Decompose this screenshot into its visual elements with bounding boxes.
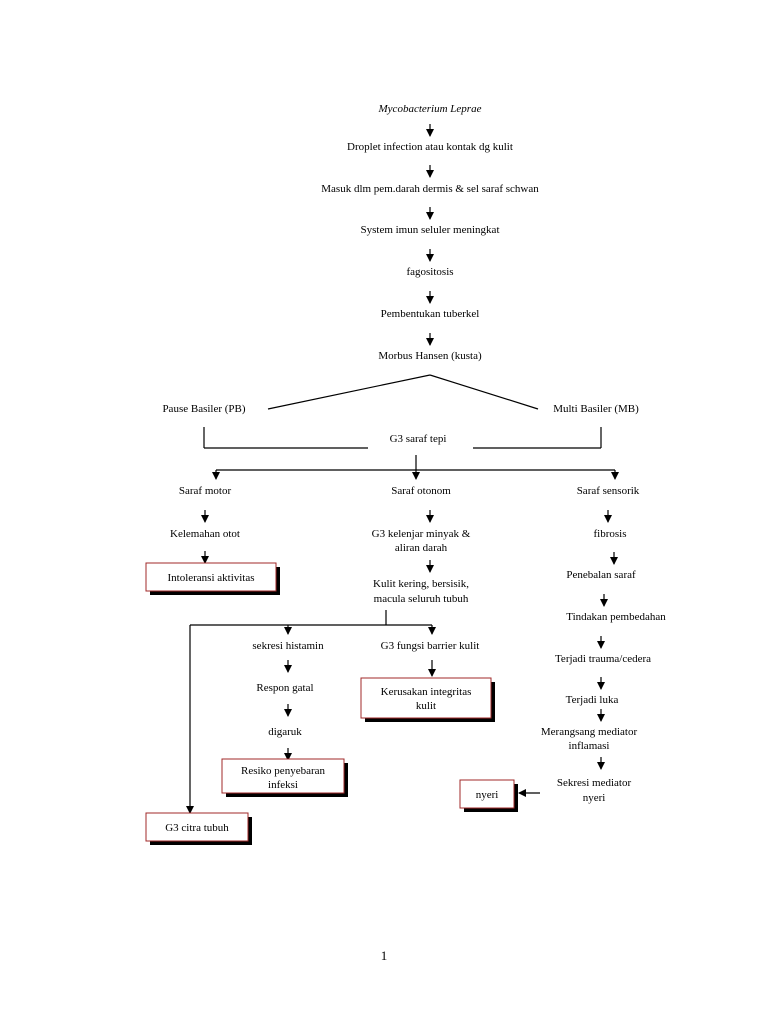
node-saraf-otonom: Saraf otonom <box>391 485 451 497</box>
diagnosis-kerusakan-integritas-kulit: Kerusakan integritas kulit <box>360 677 495 722</box>
node-pause-basiler: Pause Basiler (PB) <box>162 403 245 415</box>
node-gland-disturbance-line1: G3 kelenjar minyak & <box>372 528 471 540</box>
node-inflammation-mediator-line1: Merangsang mediator <box>541 726 638 738</box>
svg-text:Kerusakan integritas: Kerusakan integritas <box>381 686 472 698</box>
svg-text:Intoleransi aktivitas: Intoleransi aktivitas <box>167 572 254 584</box>
svg-text:nyeri: nyeri <box>476 789 499 801</box>
page-number: 1 <box>380 948 388 963</box>
node-pain-mediator-line1: Sekresi mediator <box>557 777 632 789</box>
node-morbus-hansen: Morbus Hansen (kusta) <box>378 350 482 362</box>
node-tubercle-formation: Pembentukan tuberkel <box>381 308 480 320</box>
node-pain-mediator-line2: nyeri <box>583 792 606 804</box>
node-dry-skin-line2: macula seluruh tubuh <box>374 593 469 605</box>
root-organism-label: Mycobacterium Leprae <box>378 103 482 115</box>
node-phagocytosis: fagositosis <box>406 266 453 278</box>
svg-text:Resiko penyebaran: Resiko penyebaran <box>241 765 325 777</box>
svg-text:kulit: kulit <box>416 700 436 712</box>
node-gland-disturbance-line2: aliran darah <box>395 542 448 554</box>
diagnosis-g3-citra-tubuh: G3 citra tubuh <box>145 812 252 845</box>
node-histamine-secretion: sekresi histamin <box>252 640 324 652</box>
node-trauma: Terjadi trauma/cedera <box>555 653 651 665</box>
diagnosis-intoleransi-aktivitas: Intoleransi aktivitas <box>145 562 280 595</box>
node-itch-response: Respon gatal <box>256 682 313 694</box>
node-enter-dermis: Masuk dlm pem.darah dermis & sel saraf s… <box>321 183 539 195</box>
node-scratching: digaruk <box>268 726 302 738</box>
split-line-right <box>429 374 539 410</box>
diagnosis-nyeri: nyeri <box>459 779 518 812</box>
node-droplet-infection: Droplet infection atau kontak dg kulit <box>347 141 513 153</box>
svg-text:infeksi: infeksi <box>268 779 298 791</box>
node-nerve-thickening: Penebalan saraf <box>566 569 636 581</box>
node-g3-saraf-tepi: G3 saraf tepi <box>390 433 447 445</box>
svg-text:G3 citra tubuh: G3 citra tubuh <box>165 822 229 834</box>
node-wound: Terjadi luka <box>566 694 619 706</box>
node-inflammation-mediator-line2: inflamasi <box>569 740 610 752</box>
node-barrier-disturbance: G3 fungsi barrier kulit <box>381 640 480 652</box>
node-dry-skin-line1: Kulit kering, bersisik, <box>373 578 469 590</box>
node-multi-basiler: Multi Basiler (MB) <box>553 403 639 415</box>
split-line-left <box>267 374 431 410</box>
node-fibrosis: fibrosis <box>594 528 627 540</box>
node-muscle-weakness: Kelemahan otot <box>170 528 240 540</box>
node-immune-system: System imun seluler meningkat <box>360 224 499 236</box>
node-saraf-sensorik: Saraf sensorik <box>577 485 640 497</box>
node-surgery: Tindakan pembedahan <box>566 611 666 623</box>
diagnosis-resiko-penyebaran-infeksi: Resiko penyebaran infeksi <box>221 758 348 797</box>
node-saraf-motor: Saraf motor <box>179 485 232 497</box>
